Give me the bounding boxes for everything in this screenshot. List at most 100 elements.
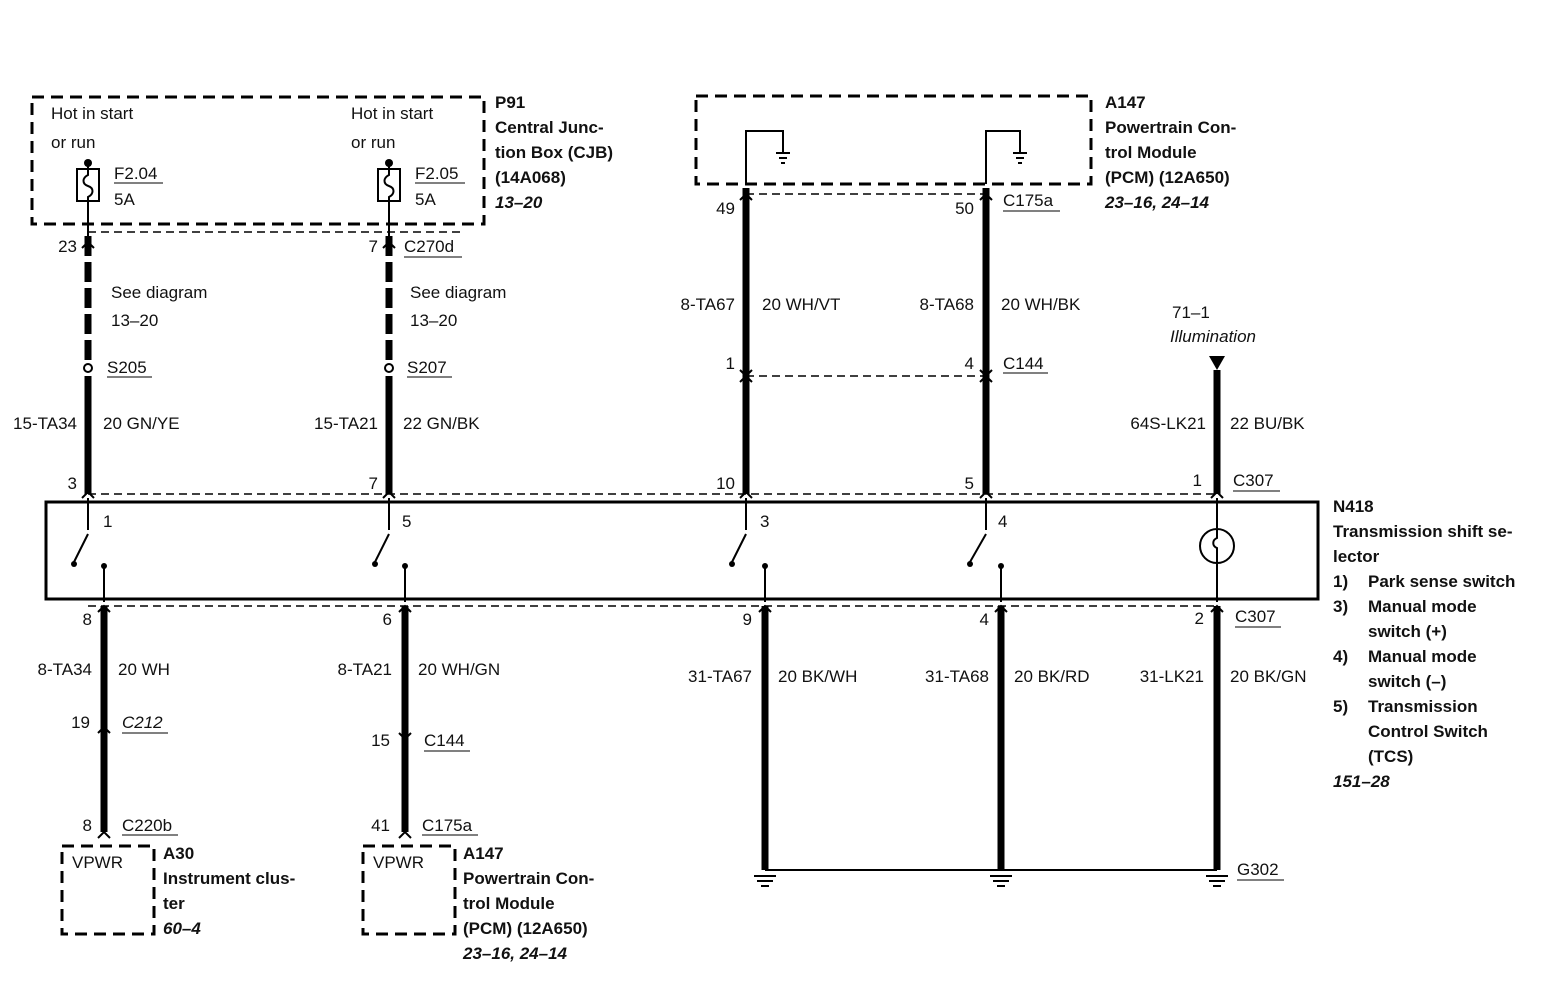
b4-gauge: 20 BK/RD (1014, 667, 1090, 686)
w1-gauge: 20 GN/YE (103, 414, 180, 433)
pcm-bottom-ref: 23–16, 24–14 (462, 944, 568, 963)
b5-pin: 2 (1195, 609, 1204, 628)
fuse2-amp: 5A (415, 190, 436, 209)
n418-id: N418 (1333, 497, 1374, 516)
legend-text-4b: switch (–) (1368, 672, 1446, 691)
p91-name-1: Central Junc- (495, 118, 604, 137)
b5-circuit: 31-LK21 (1140, 667, 1204, 686)
fuse2-label: F2.05 (415, 164, 458, 183)
hot-label-2a: Hot in start (351, 104, 433, 123)
w5-circuit: 64S-LK21 (1130, 414, 1206, 433)
pcm-top-module-outline (694, 94, 1093, 186)
hot-label-2b: or run (351, 133, 395, 152)
pcm-top-id: A147 (1105, 93, 1146, 112)
pcm-bottom-name-1: Powertrain Con- (463, 869, 594, 888)
b4-pin: 4 (980, 610, 989, 629)
p91-part: (14A068) (495, 168, 566, 187)
legend-text-3a: Manual mode (1368, 597, 1477, 616)
b3-circuit: 31-TA67 (688, 667, 752, 686)
w1-splice: S205 (107, 358, 147, 377)
illumination-arrow-icon (1209, 356, 1225, 370)
legend-text-1: Park sense switch (1368, 572, 1515, 591)
legend-text-5c: (TCS) (1368, 747, 1413, 766)
w1-see-2: 13–20 (111, 311, 158, 330)
b1-pin-c212: 19 (71, 713, 90, 732)
w4-connector-c144: C144 (1003, 354, 1044, 373)
w2-gauge: 22 GN/BK (403, 414, 480, 433)
fuse-icon-f205 (377, 168, 401, 202)
ground-icon-g302 (754, 875, 1228, 887)
pcm-top-part: (PCM) (12A650) (1105, 168, 1230, 187)
switch-icon-manual-minus (969, 498, 1002, 602)
p91-name-2: tion Box (CJB) (495, 143, 613, 162)
switch-pin-1: 1 (103, 512, 112, 531)
ground-icon-pcm-internal-2 (985, 130, 1027, 184)
b2-connector-c144: C144 (424, 731, 465, 750)
w2-connector: C270d (404, 237, 454, 256)
switch-icon-manual-plus (731, 498, 766, 602)
legend-text-3b: switch (+) (1368, 622, 1447, 641)
w4-pin-n418: 5 (965, 474, 974, 493)
switch-icon-park-sense (73, 498, 105, 602)
w5-ref-2: Illumination (1170, 327, 1256, 346)
switch-icon-tcs (374, 498, 406, 602)
w4-pin-c144: 4 (965, 354, 974, 373)
w2-pin-top: 7 (369, 237, 378, 256)
w3-pin-n418: 10 (716, 474, 735, 493)
b1-circuit: 8-TA34 (38, 660, 93, 679)
switch-pin-5: 5 (402, 512, 411, 531)
a30-ref: 60–4 (163, 919, 201, 938)
b3-gauge: 20 BK/WH (778, 667, 857, 686)
legend-num-5: 5) (1333, 697, 1348, 716)
w2-see-1: See diagram (410, 283, 506, 302)
w1-see-1: See diagram (111, 283, 207, 302)
n418-shift-selector-box (44, 500, 1320, 601)
a30-name-1: Instrument clus- (163, 869, 295, 888)
n418-ref: 151–28 (1333, 772, 1390, 791)
b1-connector-a30: C220b (122, 816, 172, 835)
w4-gauge: 20 WH/BK (1001, 295, 1081, 314)
b3-pin: 9 (743, 610, 752, 629)
ground-icon-pcm-internal-1 (745, 130, 790, 184)
w5-connector: C307 (1233, 471, 1274, 490)
b2-gauge: 20 WH/GN (418, 660, 500, 679)
pcm-bottom-name-2: trol Module (463, 894, 555, 913)
w5-ref-1: 71–1 (1172, 303, 1210, 322)
legend-text-5a: Transmission (1368, 697, 1478, 716)
pcm-top-name-1: Powertrain Con- (1105, 118, 1236, 137)
fuse1-label: F2.04 (114, 164, 157, 183)
pcm-top-name-2: trol Module (1105, 143, 1197, 162)
b1-pin-a30: 8 (83, 816, 92, 835)
splice-s205-dot (83, 363, 93, 373)
b2-box-label: VPWR (373, 853, 424, 872)
w1-pin-n418: 3 (68, 474, 77, 493)
legend-num-4: 4) (1333, 647, 1348, 666)
b2-pin-pcm: 41 (371, 816, 390, 835)
pcm-bottom-id: A147 (463, 844, 504, 863)
b4-circuit: 31-TA68 (925, 667, 989, 686)
b1-pin-n418: 8 (83, 610, 92, 629)
b5-connector: C307 (1235, 607, 1276, 626)
fuse1-amp: 5A (114, 190, 135, 209)
w2-circuit: 15-TA21 (314, 414, 378, 433)
b2-pin-n418: 6 (383, 610, 392, 629)
legend-text-5b: Control Switch (1368, 722, 1488, 741)
connector-chevrons-upper (81, 192, 1224, 499)
w2-pin-n418: 7 (369, 474, 378, 493)
hot-label-1a: Hot in start (51, 104, 133, 123)
w4-connector-pcm: C175a (1003, 191, 1054, 210)
w1-pin-top: 23 (58, 237, 77, 256)
w2-splice: S207 (407, 358, 447, 377)
switch-pin-4: 4 (998, 512, 1007, 531)
lamp-icon-illumination (1199, 498, 1235, 602)
w3-pin-pcm: 49 (716, 199, 735, 218)
w2-see-2: 13–20 (410, 311, 457, 330)
b2-pin-c144: 15 (371, 731, 390, 750)
n418-name-1: Transmission shift se- (1333, 522, 1513, 541)
a30-module-outline (60, 844, 156, 936)
b5-gauge: 20 BK/GN (1230, 667, 1307, 686)
p91-ref: 13–20 (495, 193, 543, 212)
fuse-icon-f204 (76, 168, 100, 202)
legend-text-4a: Manual mode (1368, 647, 1477, 666)
